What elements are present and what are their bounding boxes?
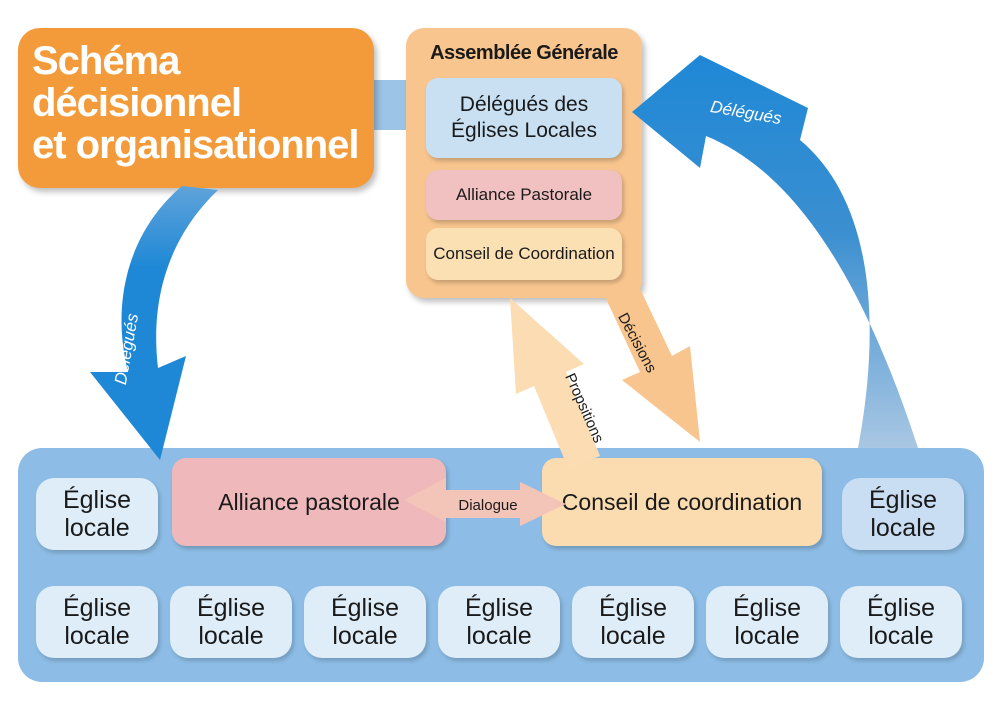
- assemblee-generale-title: Assemblée Générale: [430, 42, 618, 64]
- ag-delegues-box: Délégués des Églises Locales: [426, 78, 622, 158]
- assemblee-generale-box: Assemblée Générale Délégués des Églises …: [406, 28, 642, 298]
- eglise-locale-top-left: Église locale: [36, 478, 158, 550]
- eglise-locale-bottom-7: Église locale: [840, 586, 962, 658]
- dialogue-label: Dialogue: [458, 497, 517, 514]
- diagram-title: Schéma décisionnel et organisationnel: [32, 39, 360, 167]
- eglise-locale-bottom-6: Église locale: [706, 586, 828, 658]
- alliance-pastorale-box: Alliance pastorale: [172, 458, 446, 546]
- conseil-coordination-box: Conseil de coordination: [542, 458, 822, 546]
- eglise-locale-top-right: Église locale: [842, 478, 964, 550]
- dialogue-arrow: [404, 478, 566, 526]
- eglise-locale-bottom-5: Église locale: [572, 586, 694, 658]
- ag-alliance-box: Alliance Pastorale: [426, 170, 622, 220]
- eglise-locale-bottom-3: Église locale: [304, 586, 426, 658]
- delegues-arrow-right: [632, 55, 918, 448]
- eglise-locale-bottom-2: Église locale: [170, 586, 292, 658]
- eglise-locale-bottom-4: Église locale: [438, 586, 560, 658]
- delegues-arrow-left: [90, 186, 218, 460]
- title-box: Schéma décisionnel et organisationnel: [18, 28, 374, 188]
- propositions-arrow: [510, 298, 600, 468]
- eglise-locale-bottom-1: Église locale: [36, 586, 158, 658]
- decisions-arrow: [602, 276, 700, 442]
- ag-conseil-box: Conseil de Coordination: [426, 228, 622, 280]
